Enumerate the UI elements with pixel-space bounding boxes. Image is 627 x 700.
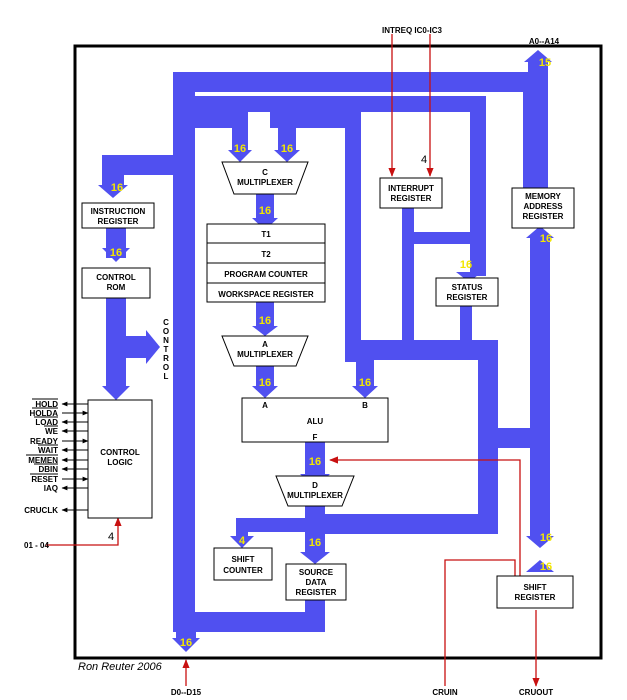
bus-width-mar-out: 15 — [539, 57, 551, 69]
a-mux-label-2: MULTIPLEXER — [237, 350, 293, 359]
a-mux-label-1: A — [262, 340, 268, 349]
rom-label-2: ROM — [107, 283, 126, 292]
signal-dbin: DBIN — [38, 465, 58, 474]
sdr-label-3: REGISTER — [296, 588, 337, 597]
instruction-register — [81, 202, 155, 229]
bus-width-c-mux-right: 16 — [281, 143, 293, 155]
alu-input-a: A — [262, 401, 268, 410]
alu-title: ALU — [307, 417, 324, 426]
control-letter: L — [164, 372, 169, 381]
intreq-label: INTREQ IC0-IC3 — [382, 26, 443, 35]
signal-reset: RESET — [31, 475, 58, 484]
cruout-label: CRUOUT — [519, 688, 553, 697]
intreq-width: 4 — [421, 154, 427, 166]
control-letter: N — [163, 336, 169, 345]
control-letter: C — [163, 318, 169, 327]
bus-width-c-mux-left: 16 — [234, 143, 246, 155]
shift-register-label-2: REGISTER — [515, 593, 556, 602]
reg-program-counter: PROGRAM COUNTER — [224, 270, 308, 279]
bus-width-source-data: 16 — [309, 537, 321, 549]
c-multiplexer — [221, 161, 309, 195]
status-label-1: STATUS — [452, 283, 483, 292]
bus-width-ir-in: 16 — [111, 182, 123, 194]
mar-label-2: ADDRESS — [523, 202, 563, 211]
control-vertical-label: C O N T R O L — [163, 318, 169, 381]
source-data-register — [285, 563, 347, 601]
bus-width-alu-b: 16 — [359, 377, 371, 389]
d-multiplexer — [275, 475, 355, 507]
cruin-label: CRUIN — [432, 688, 458, 697]
bus-width-data-bus: 16 — [180, 637, 192, 649]
control-logic-label-2: LOGIC — [107, 458, 133, 467]
bus-width-shift-counter: 4 — [239, 535, 246, 547]
a-multiplexer — [221, 335, 309, 367]
control-letter: R — [163, 354, 169, 363]
data-bus-label: D0--D15 — [171, 688, 202, 697]
control-letter: O — [163, 363, 169, 372]
signal-holda: HOLDA — [30, 409, 59, 418]
shift-counter-label-1: SHIFT — [231, 555, 254, 564]
opcode-width: 4 — [108, 531, 114, 543]
sdr-label-2: DATA — [305, 578, 326, 587]
bus-width-a-mux-out: 16 — [259, 377, 271, 389]
bus-width-c-mux-out: 16 — [259, 205, 271, 217]
c-mux-label-1: C — [262, 168, 268, 177]
alu-input-b: B — [362, 401, 368, 410]
interrupt-register — [379, 177, 443, 209]
interrupt-label-1: INTERRUPT — [388, 184, 434, 193]
interrupt-label-2: REGISTER — [391, 194, 432, 203]
ir-label-2: REGISTER — [98, 217, 139, 226]
shift-counter — [213, 547, 273, 581]
shift-counter-label-2: COUNTER — [223, 566, 263, 575]
alu-block — [241, 397, 389, 443]
bus-width-shift-reg-top: 16 — [540, 532, 552, 544]
signal-iaq: IAQ — [44, 484, 58, 493]
shift-register-label-1: SHIFT — [523, 583, 546, 592]
d-mux-label-1: D — [312, 481, 318, 490]
control-logic — [87, 399, 153, 519]
credit: Ron Reuter 2006 — [78, 661, 163, 673]
bus-width-a-mux-in: 16 — [259, 315, 271, 327]
signal-load: LOAD — [35, 418, 58, 427]
bus-width-shift-reg-bottom: 16 — [540, 561, 552, 573]
sdr-label-1: SOURCE — [299, 568, 334, 577]
signal-wires — [46, 34, 540, 687]
control-letter: T — [164, 345, 169, 354]
bus-width-mar-in: 16 — [540, 233, 552, 245]
bus-network — [102, 62, 550, 640]
control-letter: O — [163, 327, 169, 336]
d-mux-label-2: MULTIPLEXER — [287, 491, 343, 500]
bus-width-status: 16 — [460, 259, 472, 271]
reg-workspace-register: WORKSPACE REGISTER — [218, 290, 314, 299]
c-mux-label-2: MULTIPLEXER — [237, 178, 293, 187]
signal-hold: HOLD — [35, 400, 58, 409]
chip-outline — [73, 44, 603, 660]
status-register — [435, 277, 499, 307]
shift-register — [496, 575, 574, 609]
control-logic-label-1: CONTROL — [100, 448, 140, 457]
address-bus-label: A0--A14 — [529, 37, 560, 46]
alu-output-f: F — [313, 433, 318, 442]
memory-address-register — [511, 187, 575, 229]
signal-cruclk: CRUCLK — [24, 506, 58, 515]
bus-width-ir-to-rom: 16 — [110, 247, 122, 259]
reg-t2: T2 — [261, 250, 271, 259]
control-rom — [81, 267, 151, 299]
signal-wait: WAIT — [38, 446, 58, 455]
status-label-2: REGISTER — [447, 293, 488, 302]
reg-t1: T1 — [261, 230, 271, 239]
bus-width-alu-f: 16 — [309, 456, 321, 468]
signal-ready: READY — [30, 437, 59, 446]
opcode-input-label: 01 - 04 — [24, 541, 49, 550]
signal-memen: MEMEN — [28, 456, 58, 465]
signal-we: WE — [45, 427, 59, 436]
ir-label-1: INSTRUCTION — [91, 207, 146, 216]
rom-label-1: CONTROL — [96, 273, 136, 282]
mar-label-1: MEMORY — [525, 192, 561, 201]
mar-label-3: REGISTER — [523, 212, 564, 221]
